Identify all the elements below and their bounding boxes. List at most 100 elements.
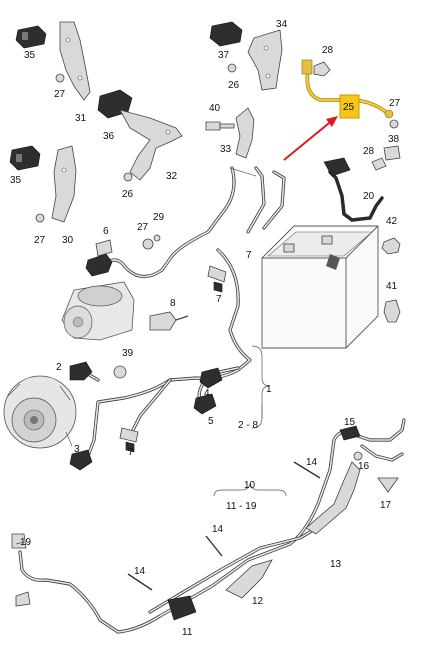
connector-5 xyxy=(193,393,217,415)
label-19: 19 xyxy=(20,537,32,548)
label-27-b: 27 xyxy=(34,235,46,246)
battery xyxy=(261,225,379,349)
label-8: 8 xyxy=(170,298,176,309)
battery-cable-25 xyxy=(301,59,394,119)
bracket-12 xyxy=(225,559,273,599)
label-25: 25 xyxy=(343,102,355,113)
label-7-c: 7 xyxy=(246,250,252,261)
label-20: 20 xyxy=(363,191,375,202)
label-11: 11 xyxy=(182,627,193,638)
label-2: 2 xyxy=(56,362,62,373)
label-26-a: 26 xyxy=(228,80,240,91)
bolt-27-lower-left xyxy=(35,213,45,223)
alternator xyxy=(3,375,77,449)
connector-37 xyxy=(209,21,243,47)
connector-6 xyxy=(85,239,113,277)
bracket-1-brace xyxy=(251,345,271,429)
label-2-8: 2 - 8 xyxy=(238,420,258,431)
label-37: 37 xyxy=(218,50,230,61)
clip-7-upper xyxy=(207,265,227,293)
starter-motor xyxy=(61,281,135,341)
clip-14-left xyxy=(127,573,153,591)
connector-15 xyxy=(339,425,361,441)
connector-3 xyxy=(69,449,93,471)
label-10: 10 xyxy=(244,480,256,491)
nut-27-right xyxy=(389,119,399,129)
bracket-32 xyxy=(119,109,183,181)
label-39: 39 xyxy=(122,348,134,359)
label-14-c: 14 xyxy=(306,457,318,468)
label-12: 12 xyxy=(252,596,264,607)
label-15: 15 xyxy=(344,417,356,428)
connector-11 xyxy=(167,595,197,621)
clip-27-29 xyxy=(142,234,161,250)
label-35-a: 35 xyxy=(24,50,36,61)
bracket-10-brace xyxy=(213,482,287,497)
clip-14-mid xyxy=(205,535,223,557)
clip-17 xyxy=(15,591,31,607)
clip-28-top xyxy=(313,61,331,77)
bracket-13 xyxy=(305,461,361,535)
label-7-b: 7 xyxy=(128,447,134,458)
clip-28-right xyxy=(371,157,387,171)
ground-strap-20 xyxy=(323,157,384,222)
label-7-a: 7 xyxy=(216,294,222,305)
label-3: 3 xyxy=(74,444,80,455)
connector-2 xyxy=(69,361,93,381)
label-4: 4 xyxy=(204,388,210,399)
connector-8 xyxy=(149,311,189,331)
label-28-b: 28 xyxy=(363,146,375,157)
highlight-box-25 xyxy=(339,94,360,119)
connector-35-lower xyxy=(9,145,41,171)
bolt-26-top xyxy=(227,63,237,73)
label-17: 17 xyxy=(380,500,392,511)
label-35-b: 35 xyxy=(10,175,22,186)
label-33: 33 xyxy=(220,144,232,155)
label-28-a: 28 xyxy=(322,45,334,56)
connector-19 xyxy=(11,533,27,549)
connector-35-top xyxy=(15,25,47,49)
label-26-b: 26 xyxy=(122,189,134,200)
label-1: 1 xyxy=(266,384,272,395)
label-16: 16 xyxy=(358,461,370,472)
bracket-30 xyxy=(51,145,77,223)
label-36: 36 xyxy=(103,131,115,142)
label-38: 38 xyxy=(388,134,400,145)
label-13: 13 xyxy=(330,559,342,570)
label-5: 5 xyxy=(208,416,214,427)
label-30: 30 xyxy=(62,235,74,246)
clip-14-right xyxy=(293,461,321,479)
label-31: 31 xyxy=(75,113,87,124)
bolt-41 xyxy=(383,299,401,323)
bracket-34 xyxy=(247,29,283,91)
connector-16 xyxy=(353,451,363,461)
cover-17 xyxy=(377,477,399,493)
label-11-19: 11 - 19 xyxy=(226,501,257,512)
label-29: 29 xyxy=(153,212,165,223)
bracket-31 xyxy=(59,21,91,101)
label-6: 6 xyxy=(103,226,109,237)
bracket-33 xyxy=(235,107,255,159)
bolt-27-top xyxy=(55,73,65,83)
label-40: 40 xyxy=(209,103,221,114)
red-arrow-icon xyxy=(283,116,338,161)
label-27-c: 27 xyxy=(137,222,149,233)
clip-38 xyxy=(383,145,401,161)
clip-7-lower xyxy=(119,427,139,453)
connector-39 xyxy=(113,365,127,379)
label-14-b: 14 xyxy=(212,524,224,535)
part-labels: 1 2 2 - 8 3 4 5 6 7 7 7 8 10 11 11 - 19 … xyxy=(10,19,401,638)
bolt-40 xyxy=(205,121,235,131)
label-27-d: 27 xyxy=(389,98,401,109)
nut-42 xyxy=(381,237,401,255)
label-41: 41 xyxy=(386,281,398,292)
connector-4 xyxy=(199,367,223,389)
label-42: 42 xyxy=(386,216,398,227)
leader-lines xyxy=(15,167,263,545)
label-27-a: 27 xyxy=(54,89,66,100)
label-32: 32 xyxy=(166,171,178,182)
bolt-26-mid xyxy=(123,172,133,182)
label-14-a: 14 xyxy=(134,566,146,577)
label-34: 34 xyxy=(276,19,288,30)
